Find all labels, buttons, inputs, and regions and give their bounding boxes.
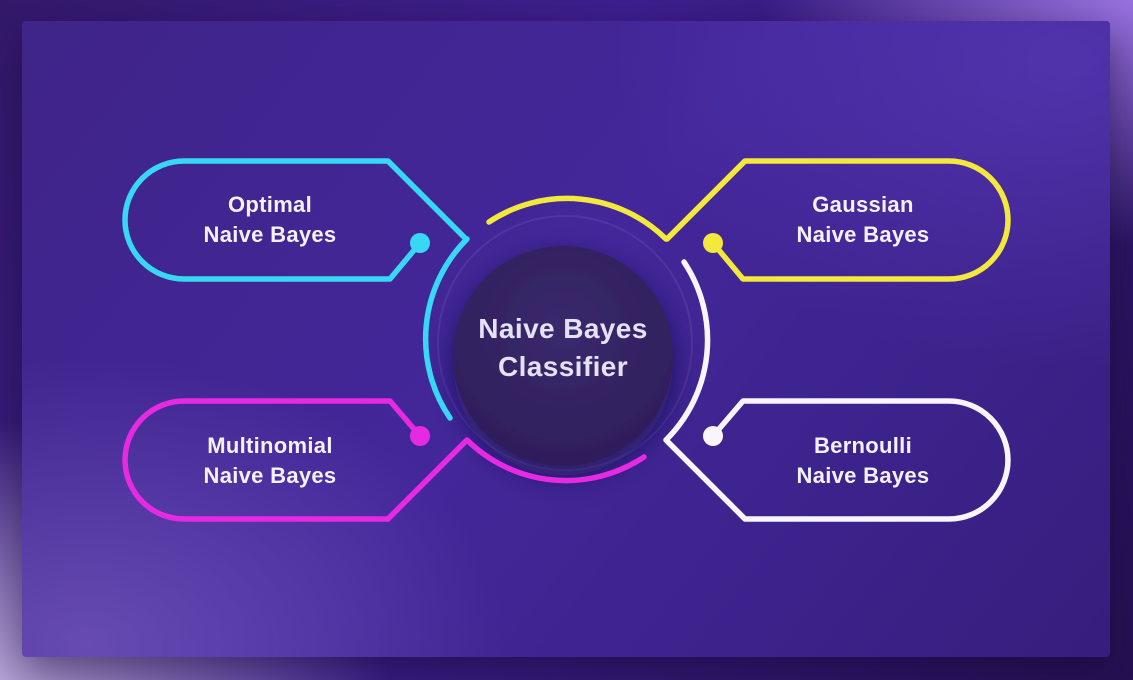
node-outline-optimal [122,158,469,282]
node-label-bernoulli-line2: Naive Bayes [796,462,930,488]
node-dot-multinomial [410,426,430,446]
node-label-gaussian-line2: Naive Bayes [796,221,930,247]
node-outline-bernoulli [664,398,1011,522]
node-label-optimal-line2: Naive Bayes [203,221,337,247]
center-disk [453,246,673,466]
node-dot-optimal [410,233,430,253]
node-label-multinomial: Multinomial Naive Bayes [125,402,415,519]
node-label-bernoulli: Bernoulli Naive Bayes [718,402,1008,519]
connector-arc-gaussian [486,195,669,242]
center-title: Naive Bayes Classifier [423,295,703,400]
node-label-multinomial-line2: Naive Bayes [203,462,337,488]
node-label-optimal: Optimal Naive Bayes [125,161,415,278]
connector-arc-bernoulli [663,259,711,443]
center-title-line2: Classifier [497,350,629,382]
node-label-optimal-line1: Optimal [228,191,312,217]
node-dot-bernoulli [703,426,723,446]
node-label-gaussian-line1: Gaussian [812,191,914,217]
node-outline-multinomial [122,398,469,522]
center-title-line1: Naive Bayes [478,312,648,344]
node-label-bernoulli-line1: Bernoulli [813,432,913,458]
center-halo-ring [437,215,693,471]
node-dot-gaussian [703,233,723,253]
node-outline-gaussian [664,158,1011,282]
node-label-gaussian: Gaussian Naive Bayes [718,161,1008,278]
node-label-multinomial-line1: Multinomial [207,432,333,458]
connector-arc-optimal [422,236,470,421]
connector-arc-multinomial [464,437,647,484]
